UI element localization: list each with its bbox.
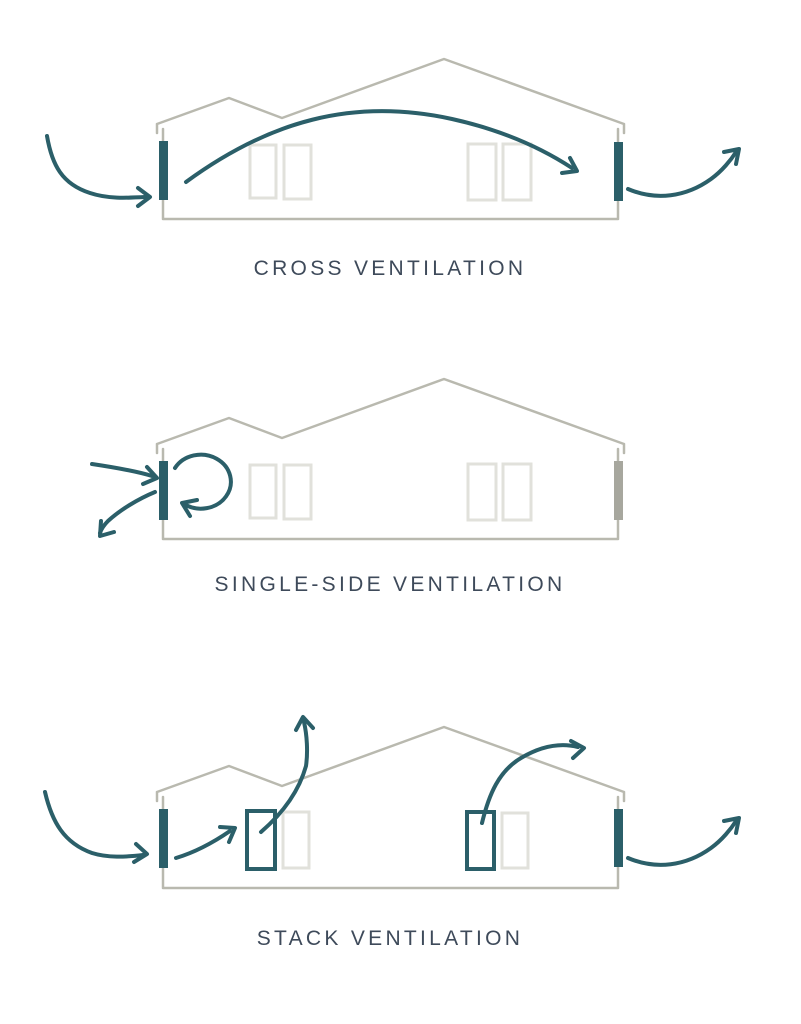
arrow-shaft (259, 720, 310, 834)
open-window-frame-right (465, 810, 496, 871)
arrow-head (98, 519, 116, 538)
diagram-label: CROSS VENTILATION (254, 257, 527, 280)
arrow-shaft (173, 452, 233, 511)
window-pane (501, 462, 533, 522)
arrow-head (294, 715, 315, 732)
window-pane (282, 143, 313, 201)
window-pane (500, 811, 530, 870)
window-pane (466, 142, 498, 202)
arrow-shaft (184, 109, 574, 184)
arrow-head (560, 156, 579, 175)
arrow-shaft (174, 829, 232, 860)
house-outline (155, 725, 626, 890)
arrow-head (722, 816, 741, 835)
arrow-shaft (90, 462, 154, 478)
diagram-cross-ventilation: CROSS VENTILATION (45, 57, 741, 280)
inflow-arrow (90, 462, 159, 486)
window-pane (281, 810, 311, 870)
inflow-arrow (43, 790, 149, 864)
window-pane (282, 463, 313, 521)
outflow-arrow (98, 490, 157, 538)
diagram-stack-ventilation: STACK VENTILATION (43, 715, 741, 950)
house-outline (155, 57, 626, 221)
rising-air-arrow (259, 715, 315, 834)
window-pane (248, 463, 278, 520)
open-vent-bar-left (159, 461, 168, 520)
arrow-shaft (480, 743, 580, 825)
open-window-frame-left (245, 809, 277, 871)
arrow-shaft (45, 134, 148, 200)
open-vent-bar-right (614, 142, 623, 201)
diagram-single-side-ventilation: SINGLE-SIDE VENTILATION (90, 377, 626, 596)
arrow-head (569, 739, 586, 760)
arrow-head (218, 825, 237, 844)
roof-exhaust-arrow (480, 739, 586, 825)
arrow-head (141, 465, 159, 486)
open-vent-bar-left (159, 809, 168, 868)
arrow-head (136, 186, 152, 208)
window-pane (248, 143, 278, 200)
diagram-label: SINGLE-SIDE VENTILATION (215, 573, 566, 596)
arrow-shaft (626, 150, 738, 198)
recirculation-loop-arrow (173, 452, 233, 518)
diagram-label: STACK VENTILATION (257, 927, 524, 950)
arrow-head (180, 498, 199, 518)
house-outline (155, 377, 626, 541)
arrow-shaft (43, 790, 145, 859)
interior-airflow-arrow (174, 825, 237, 860)
arrow-shaft (626, 819, 738, 867)
open-vent-bar-left (159, 141, 168, 200)
arrow-head (722, 147, 741, 166)
open-vent-bar-right (614, 809, 623, 867)
window-pane (466, 462, 498, 522)
closed-vent-bar-right (614, 461, 623, 520)
window-pane (501, 142, 533, 202)
arrow-shaft (98, 490, 157, 535)
inflow-arrow (45, 134, 152, 208)
arrow-head (132, 842, 149, 864)
cross-airflow-arrow (184, 109, 579, 184)
outflow-arrow (626, 816, 741, 867)
outflow-arrow (626, 147, 741, 198)
